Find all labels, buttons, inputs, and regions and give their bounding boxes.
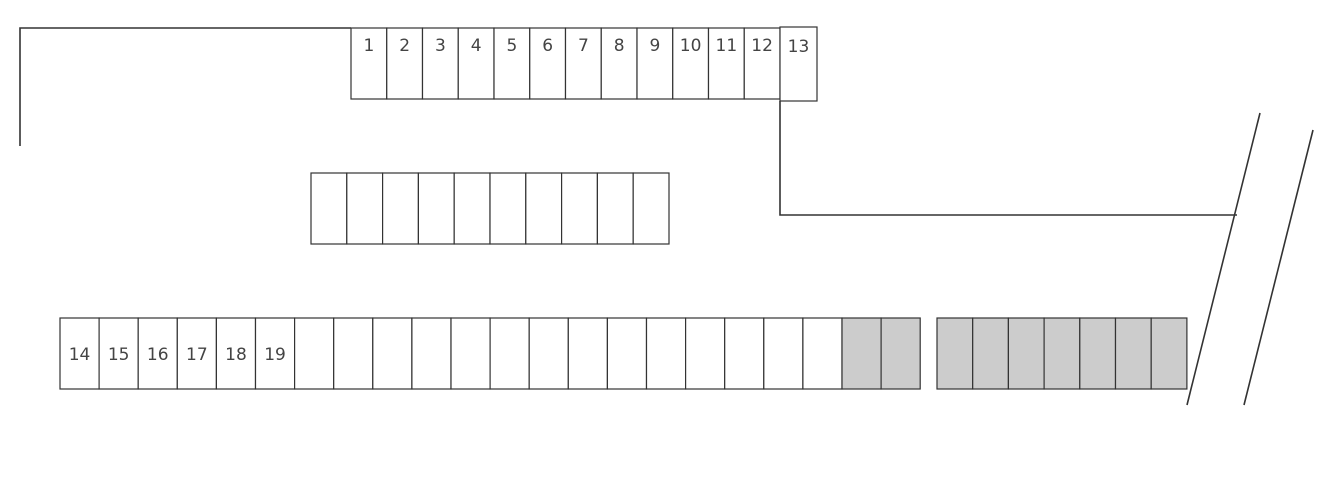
parking-stall	[672, 27, 710, 100]
stall-number-label: 8	[614, 36, 625, 56]
right-boundary-line	[779, 101, 1237, 216]
stall-number-label: 16	[147, 345, 169, 365]
parking-stall	[457, 27, 495, 100]
stall-number-label: 3	[435, 36, 446, 56]
parking-stall	[529, 27, 567, 100]
stall-number-label: 6	[542, 36, 553, 56]
parking-stall	[707, 27, 745, 100]
stall-number-label: 4	[471, 36, 482, 56]
stall-13-group: 13	[779, 26, 818, 102]
parking-stall	[489, 317, 530, 390]
parking-stall	[724, 317, 765, 390]
stall-row-bottom-right	[936, 317, 1188, 390]
stall-number-label: 13	[788, 37, 810, 57]
parking-stall	[386, 27, 424, 100]
parking-stall-reserved	[880, 317, 921, 390]
parking-stall	[411, 317, 452, 390]
parking-stall	[350, 27, 388, 100]
road-edge-right	[1243, 129, 1314, 406]
stall-number-label: 2	[399, 36, 410, 56]
parking-stall	[567, 317, 608, 390]
parking-stall	[453, 172, 491, 245]
parking-stall	[632, 172, 670, 245]
parking-stall-reserved	[1043, 317, 1081, 390]
parking-stall	[59, 317, 100, 390]
parking-stall	[560, 172, 598, 245]
parking-stall	[763, 317, 804, 390]
stall-number-label: 19	[264, 345, 286, 365]
parking-stall	[417, 172, 455, 245]
parking-stall	[372, 317, 413, 390]
parking-stall	[743, 27, 781, 100]
stall-number-label: 5	[506, 36, 517, 56]
stall-number-label: 10	[680, 36, 702, 56]
parking-stall-reserved	[936, 317, 974, 390]
stall-number-label: 18	[225, 345, 247, 365]
parking-stall	[215, 317, 257, 390]
left-boundary-line	[19, 27, 351, 146]
stall-number-label: 12	[751, 36, 773, 56]
parking-stall	[802, 317, 843, 390]
parking-stall-reserved	[1150, 317, 1188, 390]
parking-stall-reserved	[1114, 317, 1152, 390]
parking-stall	[310, 172, 348, 245]
parking-stall	[528, 317, 569, 390]
parking-stall	[382, 172, 420, 245]
parking-stall	[450, 317, 491, 390]
parking-stall	[346, 172, 384, 245]
parking-stall	[294, 317, 335, 390]
parking-stall	[779, 26, 818, 102]
parking-stall	[596, 172, 634, 245]
parking-stall	[606, 317, 648, 390]
parking-stall	[333, 317, 374, 390]
parking-stall	[525, 172, 563, 245]
stall-number-label: 9	[649, 36, 660, 56]
parking-stall	[645, 317, 687, 390]
parking-stall	[421, 27, 459, 100]
stall-number-label: 11	[716, 36, 738, 56]
parking-stall-reserved	[841, 317, 882, 390]
lot-boundary-lines	[19, 27, 1314, 406]
stall-number-label: 17	[186, 345, 208, 365]
parking-stall	[254, 317, 296, 390]
stall-number-label: 7	[578, 36, 589, 56]
stall-number-label: 1	[363, 36, 374, 56]
parking-stall-reserved	[1007, 317, 1045, 390]
stall-number-label: 15	[108, 345, 130, 365]
stall-number-label: 14	[69, 345, 91, 365]
parking-stall-reserved	[1079, 317, 1117, 390]
stall-row-bottom-left: 14 15 16 17 18 19	[59, 317, 921, 390]
parking-stall	[684, 317, 726, 390]
parking-stall	[489, 172, 527, 245]
parking-stall	[636, 27, 674, 100]
road-edge-left	[1186, 112, 1261, 406]
stall-row-middle	[310, 172, 670, 245]
parking-stall-reserved	[972, 317, 1010, 390]
